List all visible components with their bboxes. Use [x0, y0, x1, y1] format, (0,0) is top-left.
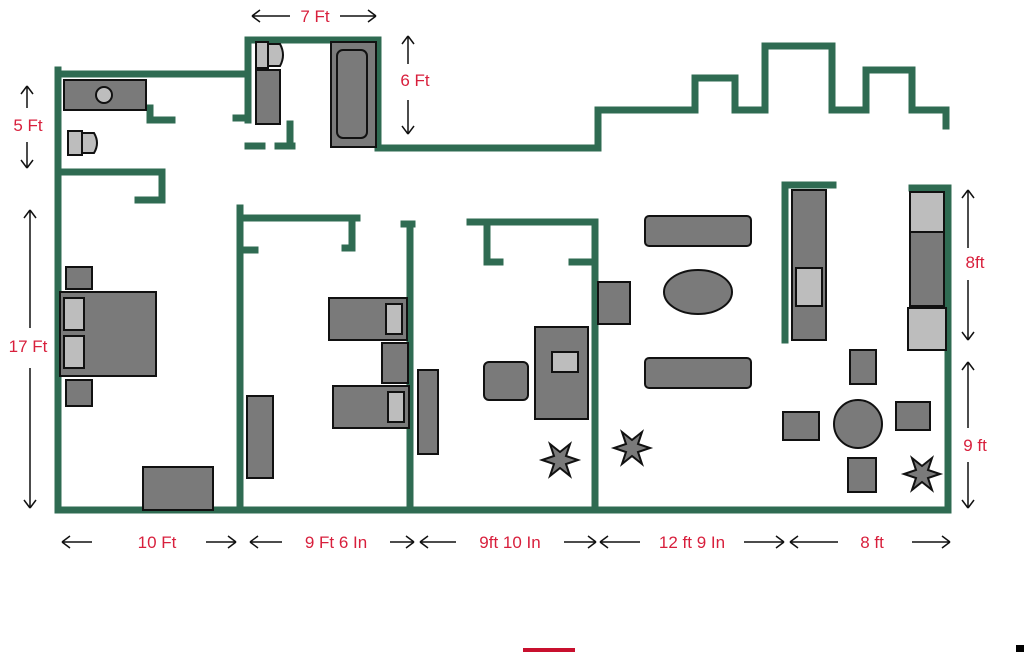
desk-phone [551, 351, 579, 373]
outer-left-wall [54, 66, 952, 514]
bath-walls [244, 36, 602, 152]
bath-partition [232, 114, 296, 150]
office-wall [466, 218, 599, 509]
walls [54, 36, 952, 514]
toilet-bowl-half-bath [81, 132, 98, 154]
bedroom3-dresser [417, 369, 439, 455]
bath-width-label: 7 Ft [300, 7, 330, 26]
dresser [142, 466, 214, 511]
nightstand-bottom [65, 379, 93, 407]
dining-depth-label: 9 ft [963, 436, 987, 455]
dining-table [833, 399, 883, 449]
plant [538, 441, 582, 479]
sofa-top [644, 215, 752, 247]
plant [610, 429, 654, 467]
closet-wall [54, 168, 166, 204]
refrigerator [909, 191, 945, 233]
stepped-top-wall [594, 42, 950, 152]
plant [900, 455, 944, 493]
bedroom2-dresser [246, 395, 274, 479]
half-bath-partition [146, 104, 176, 124]
partial-red-mark [523, 648, 575, 652]
coffee-table [663, 269, 733, 315]
dining-chair [847, 457, 877, 493]
bedroom2-wall [236, 204, 361, 512]
pillow [387, 391, 405, 423]
nightstand-top [65, 266, 93, 290]
toilet-bowl-bath [267, 43, 284, 67]
dimension-labels: 7 Ft 6 Ft 5 Ft 17 Ft 8ft 9 ft 10 Ft 9 Ft… [9, 7, 987, 552]
dimension-arrows [20, 9, 975, 549]
kitchen-depth-label: 8ft [966, 253, 985, 272]
bottom-dimension-label: 9ft 10 In [479, 533, 540, 552]
pillow [63, 297, 85, 331]
kitchen-counter-left [791, 189, 827, 341]
kitchen-sink [795, 267, 823, 307]
bottom-dimension-label: 8 ft [860, 533, 884, 552]
bedroom3-wall [400, 220, 416, 509]
office-chair [483, 361, 529, 401]
furniture [59, 41, 947, 511]
bottom-dimension-label: 12 ft 9 In [659, 533, 725, 552]
sofa-bottom [644, 357, 752, 389]
stove [907, 307, 947, 351]
bottom-dimension-label: 9 Ft 6 In [305, 533, 367, 552]
bathtub-inner [336, 49, 368, 139]
dining-chair [849, 349, 877, 385]
dining-chair [782, 411, 820, 441]
bedroom-depth-label: 17 Ft [9, 337, 48, 356]
toilet-bath [255, 41, 269, 69]
kitchen-counter-right [909, 231, 945, 307]
pillow [385, 303, 403, 335]
bath-vanity [255, 69, 281, 125]
kitchen-counter-wall [781, 181, 837, 344]
bottom-dimension-label: 10 Ft [138, 533, 177, 552]
pillow [63, 335, 85, 369]
toilet-half-bath [67, 130, 83, 156]
armchair [597, 281, 631, 325]
bath-depth-label: 6 Ft [400, 71, 430, 90]
nightstand [381, 342, 409, 384]
half-bath-depth-label: 5 Ft [13, 116, 43, 135]
dining-chair [895, 401, 931, 431]
partial-black-mark [1016, 645, 1024, 652]
sink-basin [95, 86, 113, 104]
